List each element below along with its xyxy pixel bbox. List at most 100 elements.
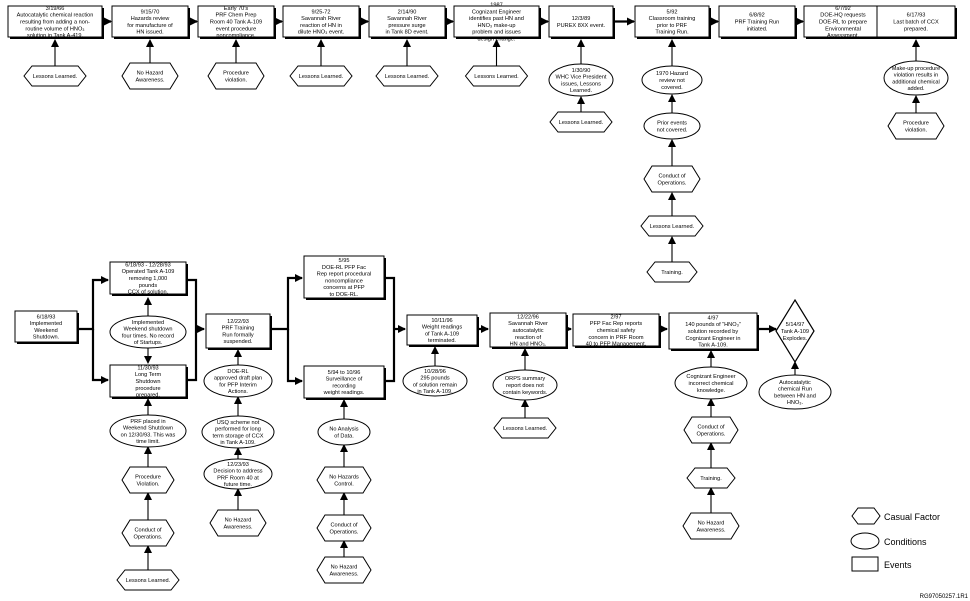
causal-factor-text-line: Lessons Learned. — [33, 74, 78, 80]
timeline-event-top-text-line: 12/3/89 — [572, 16, 591, 22]
condition-text-line: of Startups. — [134, 340, 163, 346]
timeline-event-bottom-text-line: concerns at PFP — [323, 285, 365, 291]
condition-text-line: USQ scheme not — [217, 420, 260, 426]
timeline-event-bottom-text-line: Weight readings — [422, 325, 463, 331]
causal-factor: Lessons Learned. — [640, 215, 704, 237]
timeline-event-top-text-line: 5/92 — [667, 9, 678, 15]
connector-arrow — [79, 276, 109, 331]
condition-ellipse — [109, 414, 187, 448]
timeline-event-top-text-line: Classroom training — [649, 16, 696, 22]
causal-factor-hexagon — [23, 65, 87, 87]
condition-text-line: Autocatalytic — [779, 380, 811, 386]
timeline-event-bottom-text-line: 11/30/93 — [137, 365, 158, 371]
legend-condition-shape — [850, 532, 880, 550]
causal-factor-text-line: Operations. — [134, 534, 163, 540]
timeline-event-bottom-text-line: of Tank A-109 — [425, 331, 459, 337]
timeline-event-top-text-line: in Tank 8D event. — [385, 30, 429, 36]
causal-factor-text-line: Operations. — [330, 529, 359, 535]
timeline-event-bottom-text-line: PRF Training — [222, 326, 255, 332]
condition-ellipse — [758, 374, 832, 410]
timeline-event-bottom-text-line: prepared. — [136, 393, 160, 399]
timeline-event-bottom-text-line: CCX of solution. — [128, 290, 169, 296]
timeline-event-top-text-line: 9/25-72 — [312, 9, 331, 15]
causal-factor-hexagon — [683, 416, 739, 444]
causal-factor-text-line: Awareness. — [696, 527, 726, 533]
condition-text-line: on 12/30/93. This was — [121, 432, 176, 438]
causal-factor-text-line: Lessons Learned. — [503, 426, 548, 432]
causal-factor-text-line: Awareness. — [223, 524, 253, 530]
condition-text-line: between HN and — [774, 393, 816, 399]
timeline-event-top-box — [282, 5, 360, 38]
timeline-event-bottom-text-line: Implemented — [30, 321, 62, 327]
causal-factor: Lessons Learned. — [116, 569, 180, 591]
condition-text-line: added. — [907, 86, 925, 92]
timeline-event-top-text-line: DOE-HQ requests — [820, 13, 866, 19]
timeline-event-top-text-line: Hazards review — [131, 16, 171, 22]
condition-text-line: of Data. — [334, 433, 354, 439]
causal-factor-hexagon — [209, 509, 267, 537]
timeline-event-bottom-text-line: Run formally — [222, 332, 254, 338]
causal-factor-text-line: No Hazards — [329, 475, 359, 481]
condition-text-line: PRF Room 40 at — [217, 475, 259, 481]
timeline-event-bottom-text-line: 40 to PFP Management. — [586, 342, 647, 348]
causal-factor-hexagon — [549, 111, 613, 133]
timeline-event-bottom-text-line: suspended. — [224, 339, 253, 345]
timeline-event-top-text-line: 6/8/92 — [749, 13, 765, 19]
condition-text-line: issues, Lessons — [561, 81, 601, 87]
document-id: RG97050257.1R1 — [920, 594, 969, 600]
condition-text-line: No Analysis — [329, 427, 358, 433]
condition-text-line: Weekend shutdown — [123, 327, 172, 333]
causal-factor-text-line: Awareness. — [135, 77, 165, 83]
timeline-event-bottom-text-line: PFP Fac Rep reports — [590, 321, 643, 327]
causal-factor-text-line: Violation. — [137, 481, 160, 487]
causal-factor-hexagon — [375, 65, 439, 87]
causal-factor-hexagon — [316, 556, 372, 584]
condition-text-line: for PFP Interim — [219, 382, 257, 388]
timeline-event-top-text-line: PRF Training Run — [735, 19, 779, 25]
timeline-event-top-text-line: 2/14/90 — [398, 9, 417, 15]
condition-text-line: ORPS summary — [505, 376, 546, 382]
timeline-event-bottom-text-line: Tank A-109. — [698, 343, 728, 349]
timeline-event-top-text-line: Environmental — [825, 26, 861, 32]
timeline-event-bottom-box — [406, 314, 478, 346]
causal-factor-text-line: No Hazard — [698, 521, 725, 527]
connector-arrow — [91, 329, 109, 384]
timeline-event-top-text-line: routine volume of HNO₃ — [25, 26, 84, 32]
timeline-event-bottom-text-line: 2/97 — [611, 314, 622, 320]
timeline-event-top-text-line: pressure surge — [388, 23, 425, 29]
condition-text-line: Actions. — [228, 389, 248, 395]
timeline-event-top-text-line: 6/17/93 — [907, 13, 926, 19]
timeline-event-bottom-box — [14, 310, 78, 343]
legend-event-shape — [851, 556, 879, 572]
causal-factor-hexagon — [121, 62, 179, 90]
causal-factor-hexagon — [464, 65, 529, 87]
condition-text-line: Cognizant Engineer — [686, 374, 735, 380]
causal-factor-hexagon — [493, 417, 557, 439]
condition-ellipse — [643, 112, 701, 140]
explosion-text-line: 5/14/97 — [786, 322, 805, 328]
condition-text-line: HNO₃. — [787, 400, 804, 406]
causal-factor-text-line: Lessons Learned. — [559, 120, 604, 126]
timeline-event-top-text-line: for manufacture of — [127, 23, 173, 29]
timeline-event-bottom-text-line: Weekend — [34, 328, 58, 334]
causal-factor-hexagon — [121, 466, 175, 494]
condition-ellipse — [109, 315, 187, 349]
condition-text-line: in Tank A-109. — [417, 389, 453, 395]
timeline-event-bottom-text-line: 12/22/96 — [517, 314, 539, 320]
legend-event-label: Events — [884, 560, 912, 570]
